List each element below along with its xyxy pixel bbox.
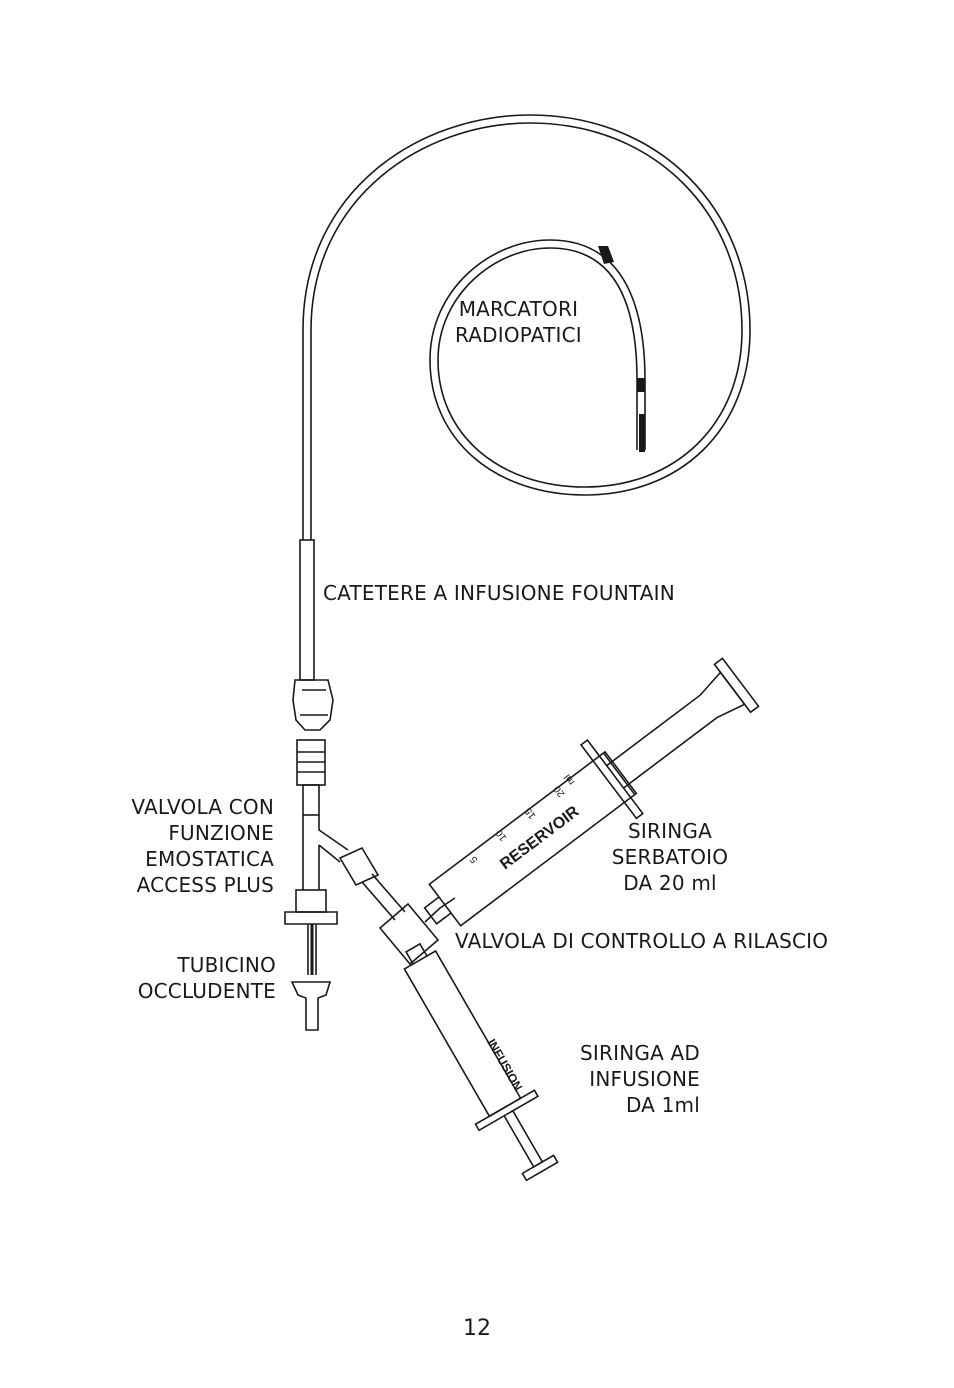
- catheter-coil: [302, 114, 751, 540]
- infusion-syringe: [403, 942, 559, 1182]
- page-number: 12: [463, 1316, 491, 1341]
- catheter-shaft: [292, 539, 334, 731]
- reservoir-scale-15: 15: [523, 805, 539, 821]
- reservoir-syringe: [423, 657, 760, 927]
- release-check-valve: [378, 897, 456, 966]
- radiopaque-markers: [598, 246, 645, 452]
- catheter-label: CATETERE A INFUSIONE FOUNTAIN: [323, 581, 675, 605]
- reservoir-scale-5: 5: [468, 853, 480, 864]
- hemostatic-valve: [284, 739, 349, 925]
- reservoir-scale-20: 20: [552, 783, 568, 799]
- occluding-tube: [290, 924, 332, 1031]
- release-valve-label: VALVOLA DI CONTROLLO A RILASCIO: [455, 929, 829, 953]
- infusion-print: INFUSION: [484, 1037, 525, 1094]
- side-port: [338, 846, 406, 921]
- reservoir-scale-10: 10: [494, 827, 510, 843]
- reservoir-print: RESERVOIR: [497, 803, 583, 873]
